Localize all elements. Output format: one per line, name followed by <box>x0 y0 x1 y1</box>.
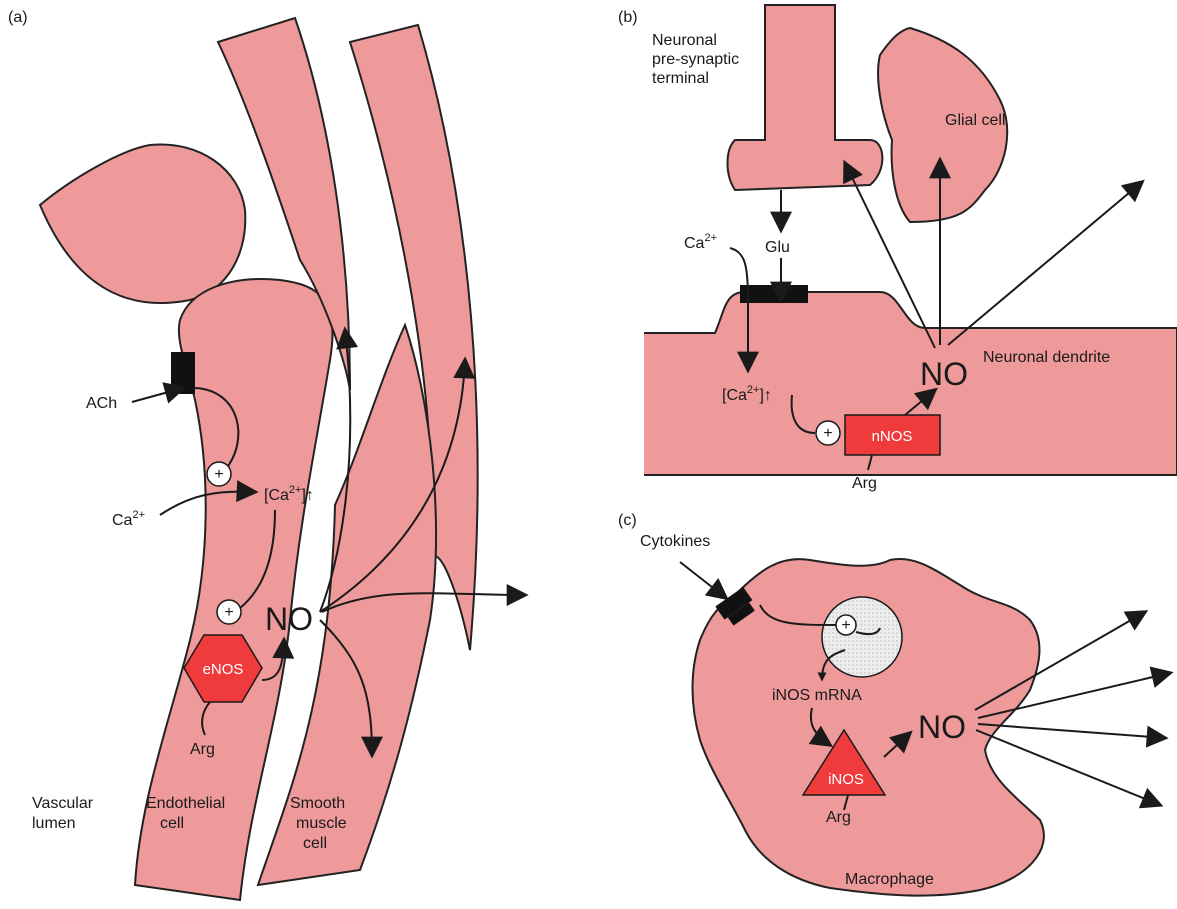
plus-sign-b: + <box>823 425 832 442</box>
vascular-lumen-label-2: lumen <box>32 815 76 832</box>
no-label-a: NO <box>265 601 313 637</box>
cytokines-label: Cytokines <box>640 533 710 550</box>
inos-label: iNOS <box>828 771 864 788</box>
ach-receptor <box>171 352 195 394</box>
smooth-muscle-label-3: cell <box>303 835 327 852</box>
macrophage-label: Macrophage <box>845 871 934 888</box>
nucleus <box>822 597 902 677</box>
inos-mrna-label: iNOS mRNA <box>772 687 862 704</box>
no-arrow-c-3 <box>978 724 1165 738</box>
plus-sign-a2: + <box>224 604 233 621</box>
panel-b-tag: (b) <box>618 9 638 26</box>
nnos-label: nNOS <box>872 428 913 445</box>
presynaptic-label-1: Neuronal <box>652 32 717 49</box>
panel-c: (c) Cytokines Macrophage + iNOS mRNA iNO… <box>618 512 1170 896</box>
no-arrow-b-outward <box>948 182 1142 345</box>
panel-a: (a) ACh + Ca2+ [Ca2+]↑ + eN <box>8 9 525 900</box>
ca-label-b: Ca2+ <box>684 232 717 252</box>
smooth-muscle-label-2: muscle <box>296 815 347 832</box>
no-label-c: NO <box>918 709 966 745</box>
ach-arrow <box>132 388 183 402</box>
glu-label: Glu <box>765 239 790 256</box>
arg-label-b: Arg <box>852 475 877 492</box>
no-label-b: NO <box>920 356 968 392</box>
dendrite-label: Neuronal dendrite <box>983 349 1110 366</box>
endothelial-cell-label-1: Endothelial <box>146 795 225 812</box>
plus-sign-a1: + <box>214 466 223 483</box>
vascular-lumen-cell <box>40 144 245 303</box>
dendrite-left-clip <box>634 332 644 482</box>
glial-cell-label: Glial cell <box>945 112 1005 129</box>
panel-a-tag: (a) <box>8 9 28 26</box>
glu-receptor <box>740 285 808 303</box>
vascular-lumen-label-1: Vascular <box>32 795 94 812</box>
smooth-muscle-label-1: Smooth <box>290 795 345 812</box>
presynaptic-label-2: pre-synaptic <box>652 51 739 68</box>
panel-b: (b) Neuronal pre-synaptic terminal Glial… <box>618 5 1177 492</box>
arg-label-c: Arg <box>826 809 851 826</box>
plus-sign-c: + <box>841 617 850 634</box>
panel-c-tag: (c) <box>618 512 637 529</box>
endothelial-cell-label-2: cell <box>160 815 184 832</box>
ach-label: ACh <box>86 395 117 412</box>
ca-label-a: Ca2+ <box>112 509 145 529</box>
arg-label-a: Arg <box>190 741 215 758</box>
presynaptic-terminal <box>728 5 883 190</box>
presynaptic-label-3: terminal <box>652 70 709 87</box>
enos-label: eNOS <box>203 661 244 678</box>
cytokine-arrow <box>680 562 726 598</box>
